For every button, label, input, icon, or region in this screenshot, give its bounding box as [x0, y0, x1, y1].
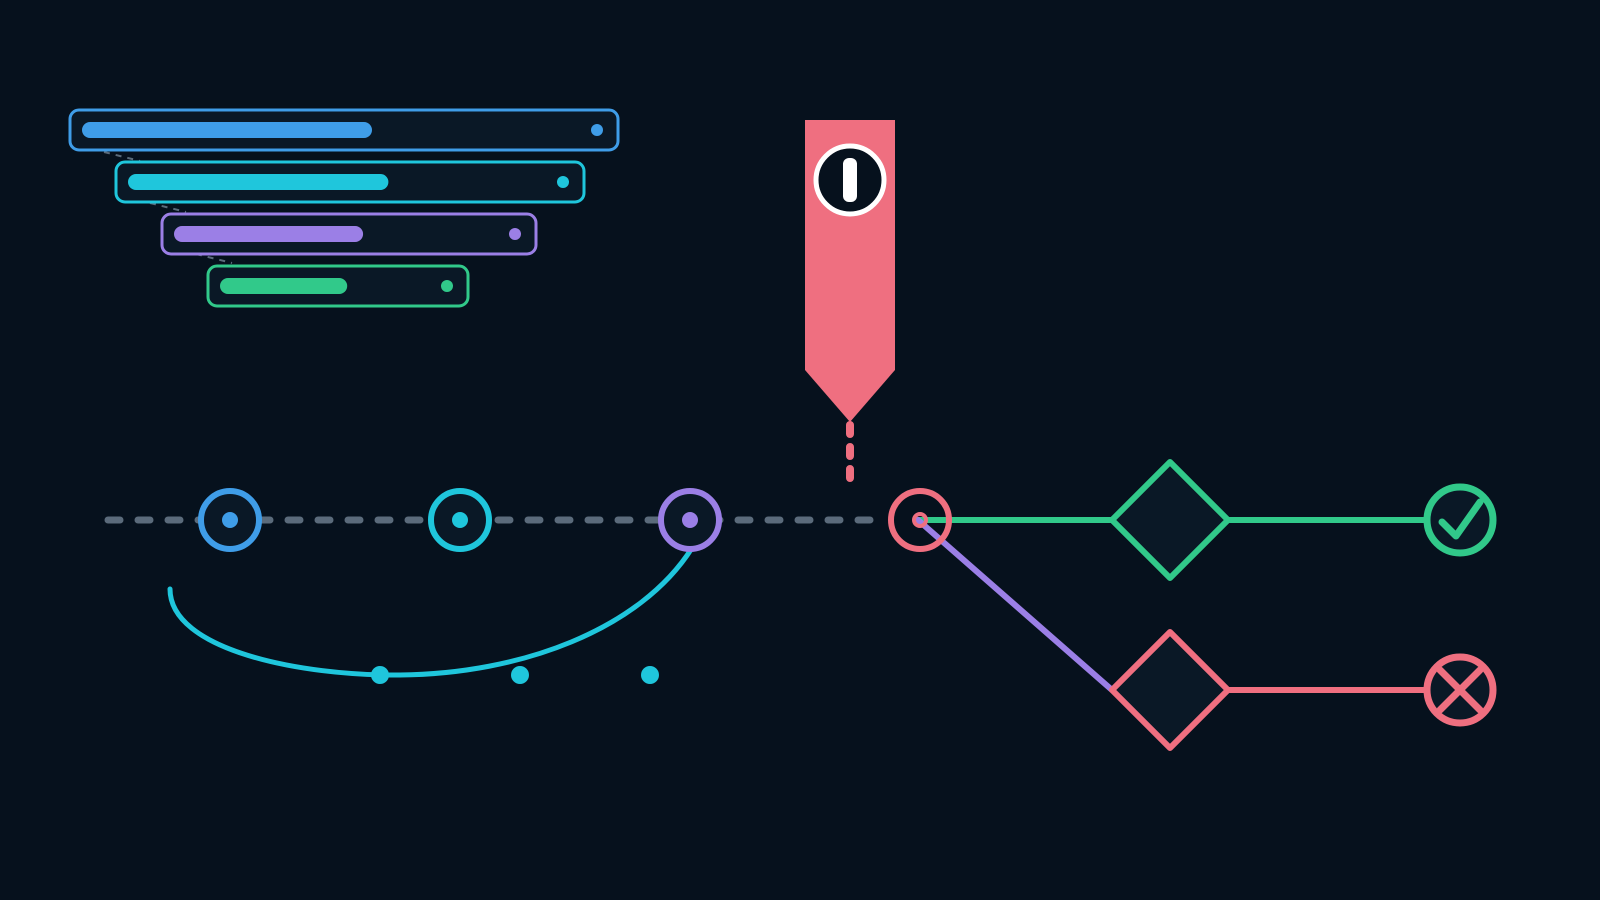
loop-arc-dot [371, 666, 389, 684]
stack-bar-4 [206, 264, 470, 308]
loop-arc [167, 545, 695, 678]
decision-diamond-success[interactable] [1109, 459, 1231, 581]
stack-bar-3 [160, 212, 538, 256]
node-center-dot [452, 512, 468, 528]
loop-arc-dot [511, 666, 529, 684]
stack-bar-end-dot [441, 280, 453, 292]
node-center-dot [682, 512, 698, 528]
check-circle-icon[interactable] [1423, 483, 1497, 557]
stack-bar-fill [82, 122, 372, 138]
stack-bar-2 [114, 160, 586, 204]
timeline-node-cyan[interactable] [428, 488, 492, 552]
timeline-node-blue[interactable] [198, 488, 262, 552]
pause-icon [813, 143, 887, 217]
decision-diamond-failure[interactable] [1109, 629, 1231, 751]
stack-bar-end-dot [591, 124, 603, 136]
node-center-dot [222, 512, 238, 528]
stack-bar-1 [68, 108, 620, 152]
timeline-node-purple[interactable] [658, 488, 722, 552]
x-circle-icon[interactable] [1423, 653, 1497, 727]
stack-bar-fill [220, 278, 348, 294]
failure-branch-line [915, 517, 1115, 693]
stacked-bars-group [68, 108, 620, 308]
marker-flag[interactable] [805, 120, 895, 422]
stack-bar-end-dot [509, 228, 521, 240]
node-center-dot [912, 512, 928, 528]
bar-connector [103, 151, 141, 162]
loop-arc-dot [641, 666, 659, 684]
bar-connector [149, 202, 187, 213]
stack-bar-fill [128, 174, 389, 190]
timeline-node-red[interactable] [888, 488, 952, 552]
stack-bar-end-dot [557, 176, 569, 188]
stack-bar-fill [174, 226, 364, 242]
loop-arc-group [167, 545, 695, 684]
